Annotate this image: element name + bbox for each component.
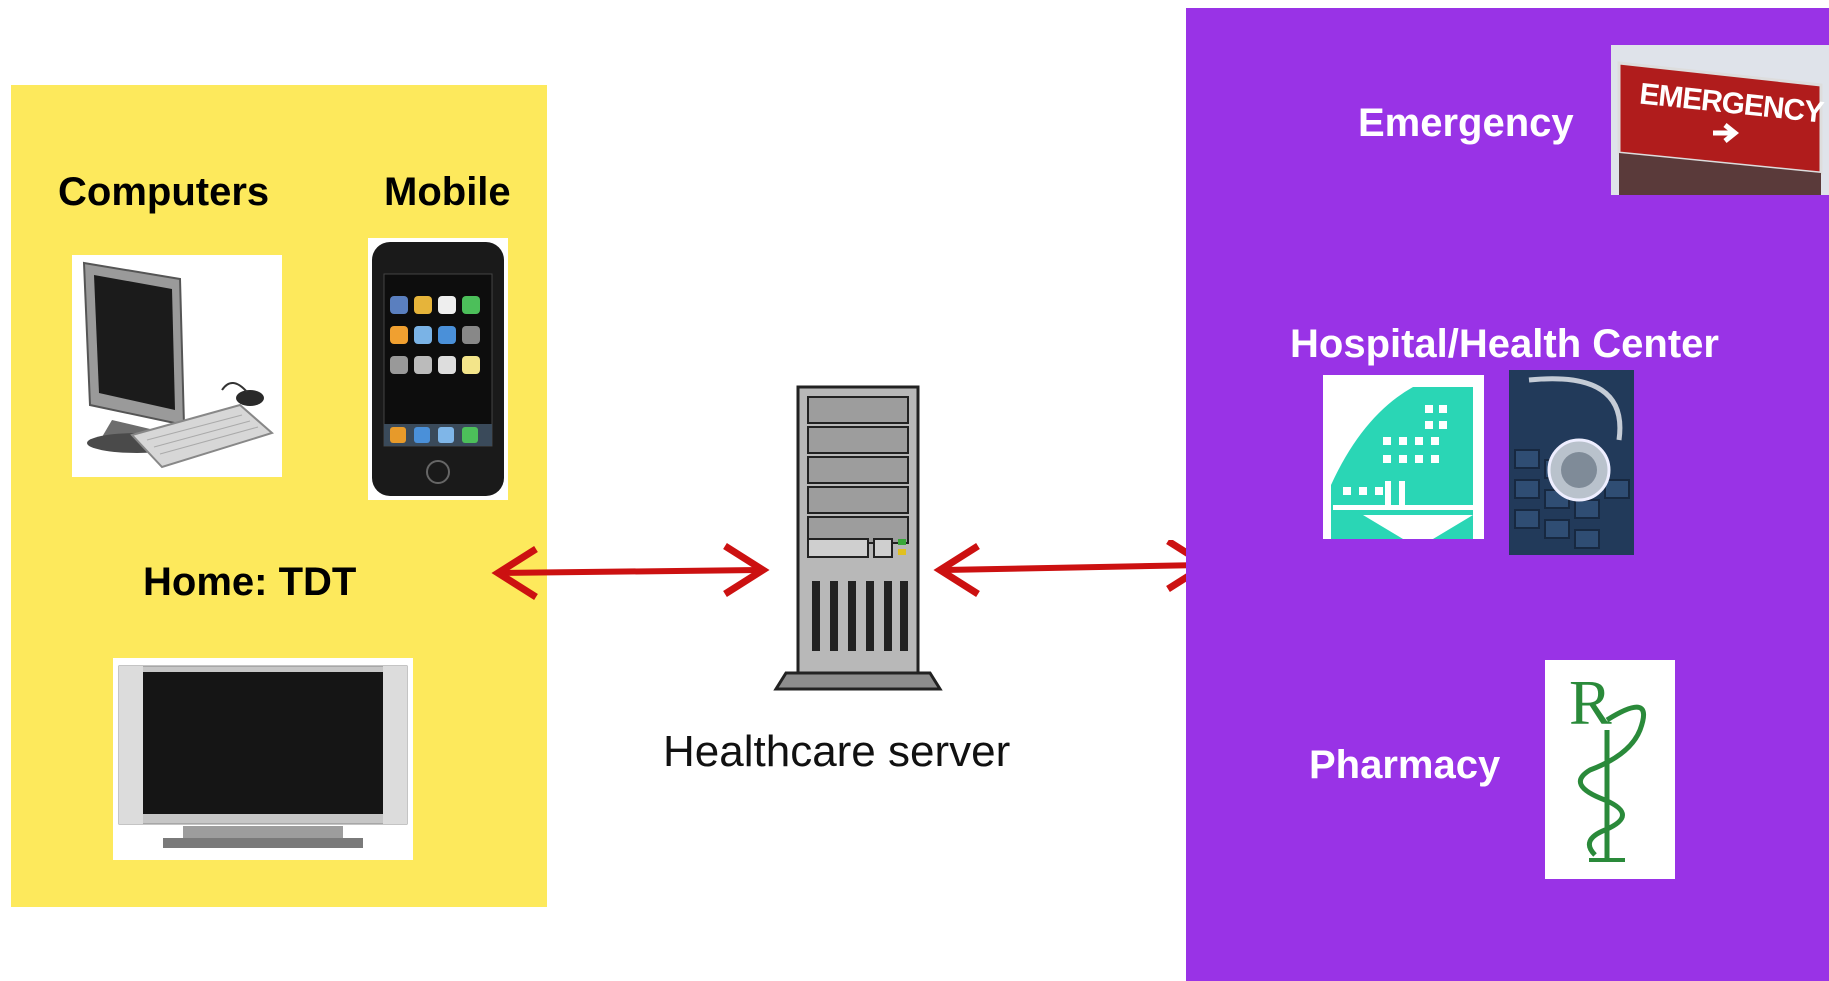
stethoscope-keyboard-icon (1509, 370, 1634, 555)
pharmacy-label: Pharmacy (1309, 743, 1501, 787)
desktop-computer-icon (72, 255, 282, 477)
flat-tv-icon (113, 658, 413, 860)
smartphone-icon (368, 238, 508, 500)
hospital-building-icon (1323, 375, 1484, 539)
bidirectional-arrow-icon (488, 543, 773, 603)
server-tower-icon (768, 383, 948, 697)
mobile-label: Mobile (384, 170, 511, 214)
emergency-sign-icon: EMERGENCY (1611, 45, 1829, 195)
bidirectional-arrow-icon (930, 540, 1216, 600)
hospital-label: Hospital/Health Center (1290, 322, 1719, 366)
rx-caduceus-icon: R (1545, 660, 1675, 879)
rx-symbol-text: R (1569, 667, 1612, 738)
healthcare-server-label: Healthcare server (663, 727, 1011, 776)
computers-label: Computers (58, 170, 270, 214)
home-tdt-label: Home: TDT (143, 560, 357, 604)
emergency-label: Emergency (1358, 101, 1574, 145)
